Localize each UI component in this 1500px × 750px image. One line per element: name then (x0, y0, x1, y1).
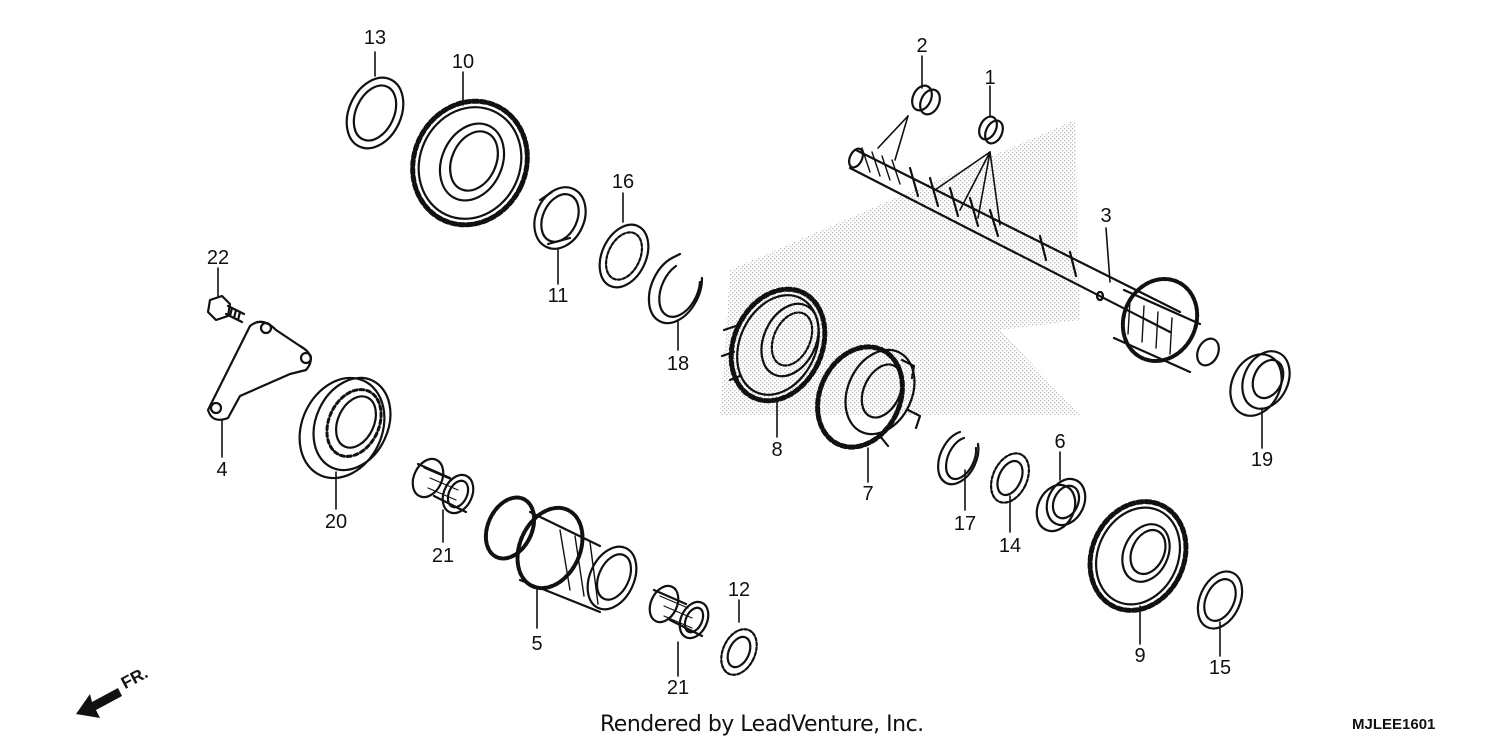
part-19-bearing (1229, 350, 1291, 417)
callout-20: 20 (324, 511, 348, 533)
part-18-circlip (647, 252, 704, 325)
part-17-circlip (937, 430, 980, 486)
callout-17: 17 (953, 513, 977, 535)
callout-6: 6 (1054, 431, 1066, 453)
callout-3: 3 (1100, 205, 1112, 227)
callout-21-upper: 21 (431, 545, 455, 567)
part-16-splined-washer (598, 223, 650, 289)
part-7-gear (815, 344, 922, 450)
callout-1: 1 (984, 67, 996, 89)
part-13-washer (345, 76, 405, 150)
part-9-gear (1087, 499, 1189, 613)
callout-11: 11 (547, 285, 569, 307)
part-4-plate (206, 320, 313, 421)
part-3-mainshaft (848, 147, 1220, 374)
part-14-splined-washer (989, 452, 1031, 504)
part-8-gear (720, 286, 828, 404)
callout-7: 7 (862, 483, 874, 505)
part-5-shaft-gear (483, 495, 638, 614)
diagram-code: MJLEE1601 (1352, 716, 1436, 733)
callout-12: 12 (727, 579, 751, 601)
callout-4: 4 (216, 459, 228, 481)
callout-5: 5 (531, 633, 543, 655)
callout-8: 8 (771, 439, 783, 461)
part-22-bolt (206, 294, 246, 324)
callout-22: 22 (206, 247, 230, 269)
part-1-collar (978, 115, 1004, 145)
front-arrow-icon (76, 688, 122, 718)
callout-15: 15 (1208, 657, 1232, 679)
callout-18: 18 (666, 353, 690, 375)
part-21-needle-bearing-upper (411, 457, 475, 515)
render-credit: Rendered by LeadVenture, Inc. (600, 712, 924, 737)
part-20-bearing (298, 376, 392, 480)
part-15-washer (1196, 570, 1244, 630)
part-21-needle-bearing-lower (648, 584, 710, 640)
part-11-bushing (533, 186, 587, 250)
callout-16: 16 (611, 171, 635, 193)
callout-10: 10 (451, 51, 475, 73)
callout-14: 14 (998, 535, 1022, 557)
part-6-bushing (1035, 477, 1087, 533)
part-2-collar (911, 84, 941, 116)
callout-2: 2 (916, 35, 928, 57)
part-12-splined-washer (720, 628, 758, 676)
callout-21-lower: 21 (666, 677, 690, 699)
callout-19: 19 (1250, 449, 1274, 471)
callout-9: 9 (1134, 645, 1146, 667)
callout-13: 13 (363, 27, 387, 49)
part-10-gear (410, 98, 530, 228)
